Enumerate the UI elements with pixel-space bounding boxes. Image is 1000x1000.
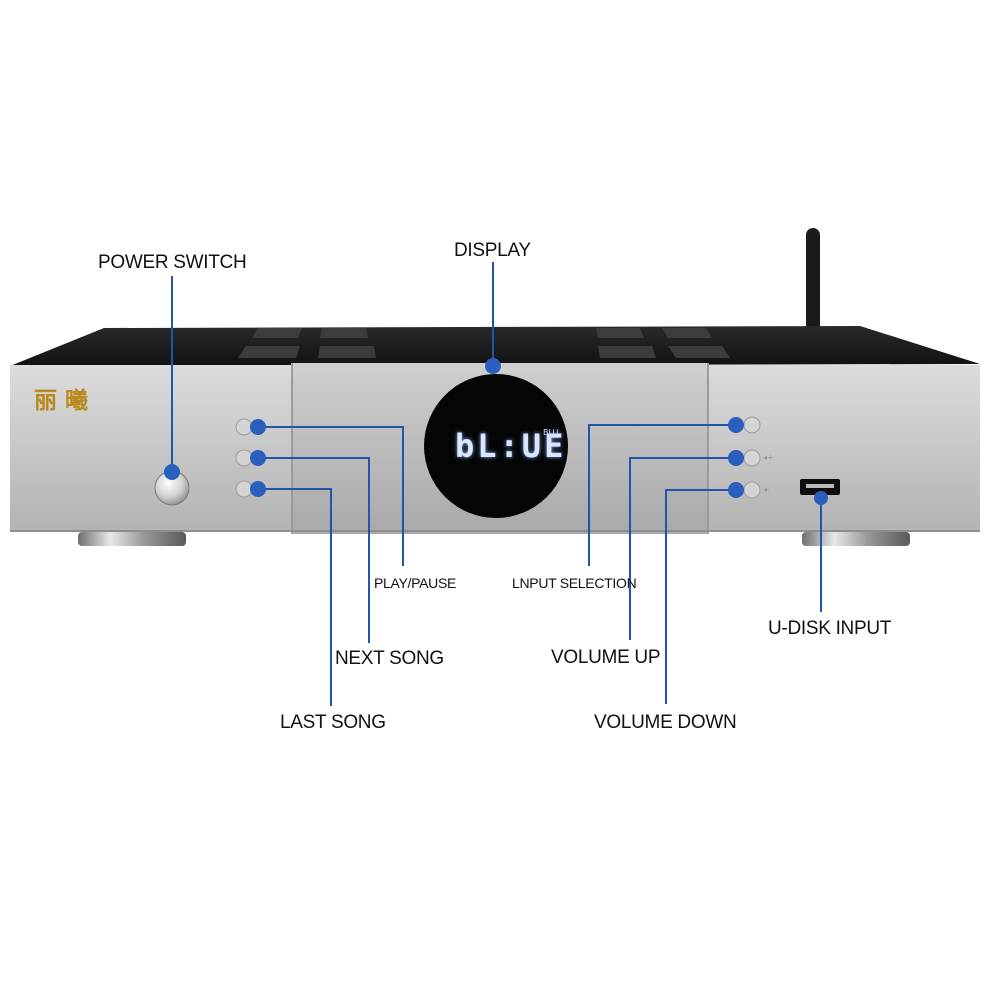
callout-dot-u-disk — [814, 491, 828, 505]
display-readout: bL:UE — [455, 427, 567, 465]
vent-slots — [238, 328, 730, 358]
callout-line-next-song — [260, 457, 370, 643]
callout-line-play-pause — [260, 426, 404, 566]
callout-line-volume-up — [629, 457, 736, 640]
left-foot — [78, 532, 186, 546]
brand-logo: 丽曦 — [34, 387, 96, 414]
right-buttons — [743, 416, 761, 499]
callout-lines — [171, 262, 822, 706]
volume-up-button[interactable] — [743, 449, 761, 467]
callout-dot-last-song — [250, 481, 266, 497]
callout-dot-volume-down — [728, 482, 744, 498]
left-panel — [10, 365, 292, 532]
callout-dot-input-selection — [728, 417, 744, 433]
label-display: DISPLAY — [454, 240, 531, 261]
callout-dots — [164, 358, 828, 505]
volume-up-icon: ◂+ — [763, 453, 774, 462]
callout-dot-play-pause — [250, 419, 266, 435]
antenna — [806, 228, 820, 332]
play-pause-button[interactable] — [235, 418, 253, 436]
right-foot — [802, 532, 910, 546]
callout-dot-display — [485, 358, 501, 374]
callout-dot-next-song — [250, 450, 266, 466]
label-volume-up: VOLUME UP — [551, 647, 661, 668]
display-window — [424, 374, 568, 518]
label-play-pause: PLAY/PAUSE — [374, 575, 457, 591]
label-power-switch: POWER SWITCH — [98, 252, 247, 273]
last-song-button[interactable] — [235, 480, 253, 498]
label-input-selection: LNPUT SELECTION — [512, 575, 637, 591]
next-song-button[interactable] — [235, 449, 253, 467]
volume-down-icon: ◂- — [763, 485, 770, 494]
callout-line-last-song — [260, 488, 332, 706]
label-volume-down: VOLUME DOWN — [594, 712, 737, 733]
callout-line-input-selection — [588, 424, 736, 566]
left-buttons — [235, 418, 253, 498]
input-selection-button[interactable] — [743, 416, 761, 434]
volume-down-button[interactable] — [743, 481, 761, 499]
right-panel — [708, 365, 980, 532]
callout-dot-power — [164, 464, 180, 480]
label-last-song: LAST SONG — [280, 712, 386, 733]
label-next-song: NEXT SONG — [335, 648, 444, 669]
callout-dot-volume-up — [728, 450, 744, 466]
callout-line-volume-down — [665, 489, 736, 704]
label-u-disk-input: U-DISK INPUT — [768, 618, 892, 639]
display-sub-readout: BLU — [543, 428, 559, 437]
